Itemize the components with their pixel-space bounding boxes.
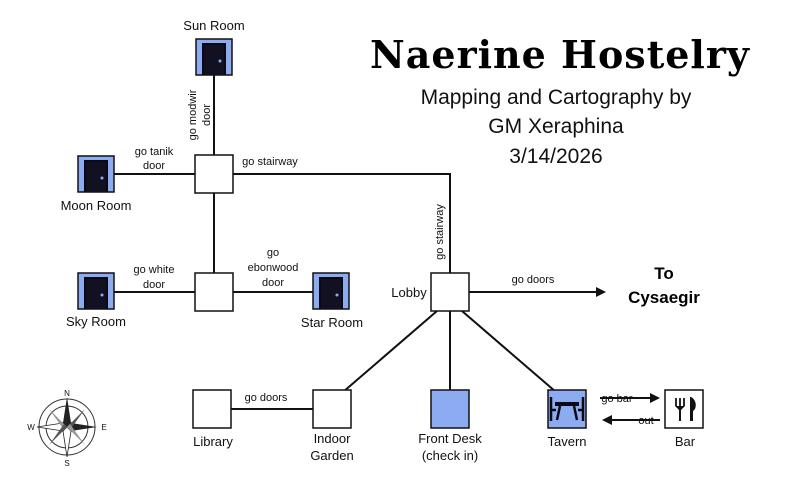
exit-stairway-side-label: go stairway: [434, 204, 446, 260]
lobby-room[interactable]: [430, 272, 470, 312]
exit-ebonwood-label-1: go: [267, 247, 279, 259]
library-label: Library: [193, 434, 233, 449]
path-lobby-garden: [342, 310, 438, 393]
exit-white-label-1: go white: [134, 264, 175, 276]
exit-modwir-label-2: door: [201, 104, 213, 126]
destination-label-2: Cysaegir: [628, 288, 700, 307]
exit-garden-doors-label: go doors: [245, 392, 288, 404]
sun-room-door-icon[interactable]: [195, 38, 233, 76]
indoor-garden-room[interactable]: [312, 389, 352, 429]
compass-north: N: [64, 389, 70, 398]
exit-modwir-label-1: go modwir: [187, 89, 199, 140]
exit-white-label-2: door: [143, 279, 165, 291]
path-stairway: [233, 173, 451, 273]
fork-knife-icon[interactable]: [664, 389, 704, 429]
exit-stairway-top-label: go stairway: [242, 156, 298, 168]
exit-ebonwood-label-3: door: [262, 277, 284, 289]
front-desk-label-2: (check in): [422, 448, 478, 463]
destination-label-1: To: [654, 264, 674, 283]
front-desk-room[interactable]: [430, 389, 470, 429]
junction-upper: [194, 154, 234, 194]
compass-east: E: [101, 423, 106, 432]
sky-room-door-icon[interactable]: [77, 272, 115, 310]
sun-room-label: Sun Room: [183, 18, 244, 33]
credits-line-1: Mapping and Cartography by: [421, 86, 692, 109]
sky-room-label: Sky Room: [66, 314, 126, 329]
compass-west: W: [27, 423, 35, 432]
front-desk-label-1: Front Desk: [418, 431, 482, 446]
lobby-label: Lobby: [391, 285, 427, 300]
credits-date: 3/14/2026: [509, 145, 602, 168]
indoor-garden-label-2: Garden: [310, 448, 353, 463]
exit-tanik-label-2: door: [143, 160, 165, 172]
table-chairs-icon[interactable]: [547, 389, 587, 429]
bar-label: Bar: [675, 434, 696, 449]
junction-lower: [194, 272, 234, 312]
library-room[interactable]: [192, 389, 232, 429]
exit-lobby-doors-label: go doors: [512, 274, 555, 286]
map-title: Naerine Hostelry: [370, 32, 750, 77]
moon-room-door-icon[interactable]: [77, 155, 115, 193]
star-room-door-icon[interactable]: [312, 272, 350, 310]
exit-out-label: out: [638, 415, 653, 427]
exit-bar-label: go bar: [601, 393, 633, 405]
connections: [114, 75, 660, 425]
tavern-label: Tavern: [547, 434, 586, 449]
exit-ebonwood-label-2: ebonwood: [248, 262, 299, 274]
credits-line-2: GM Xeraphina: [488, 115, 624, 138]
moon-room-label: Moon Room: [61, 198, 132, 213]
indoor-garden-label-1: Indoor: [314, 431, 352, 446]
compass-rose-icon: N E S W: [27, 389, 106, 468]
path-lobby-tavern: [461, 310, 557, 393]
compass-south: S: [64, 459, 69, 468]
star-room-label: Star Room: [301, 315, 363, 330]
exit-tanik-label-1: go tanik: [135, 146, 174, 158]
